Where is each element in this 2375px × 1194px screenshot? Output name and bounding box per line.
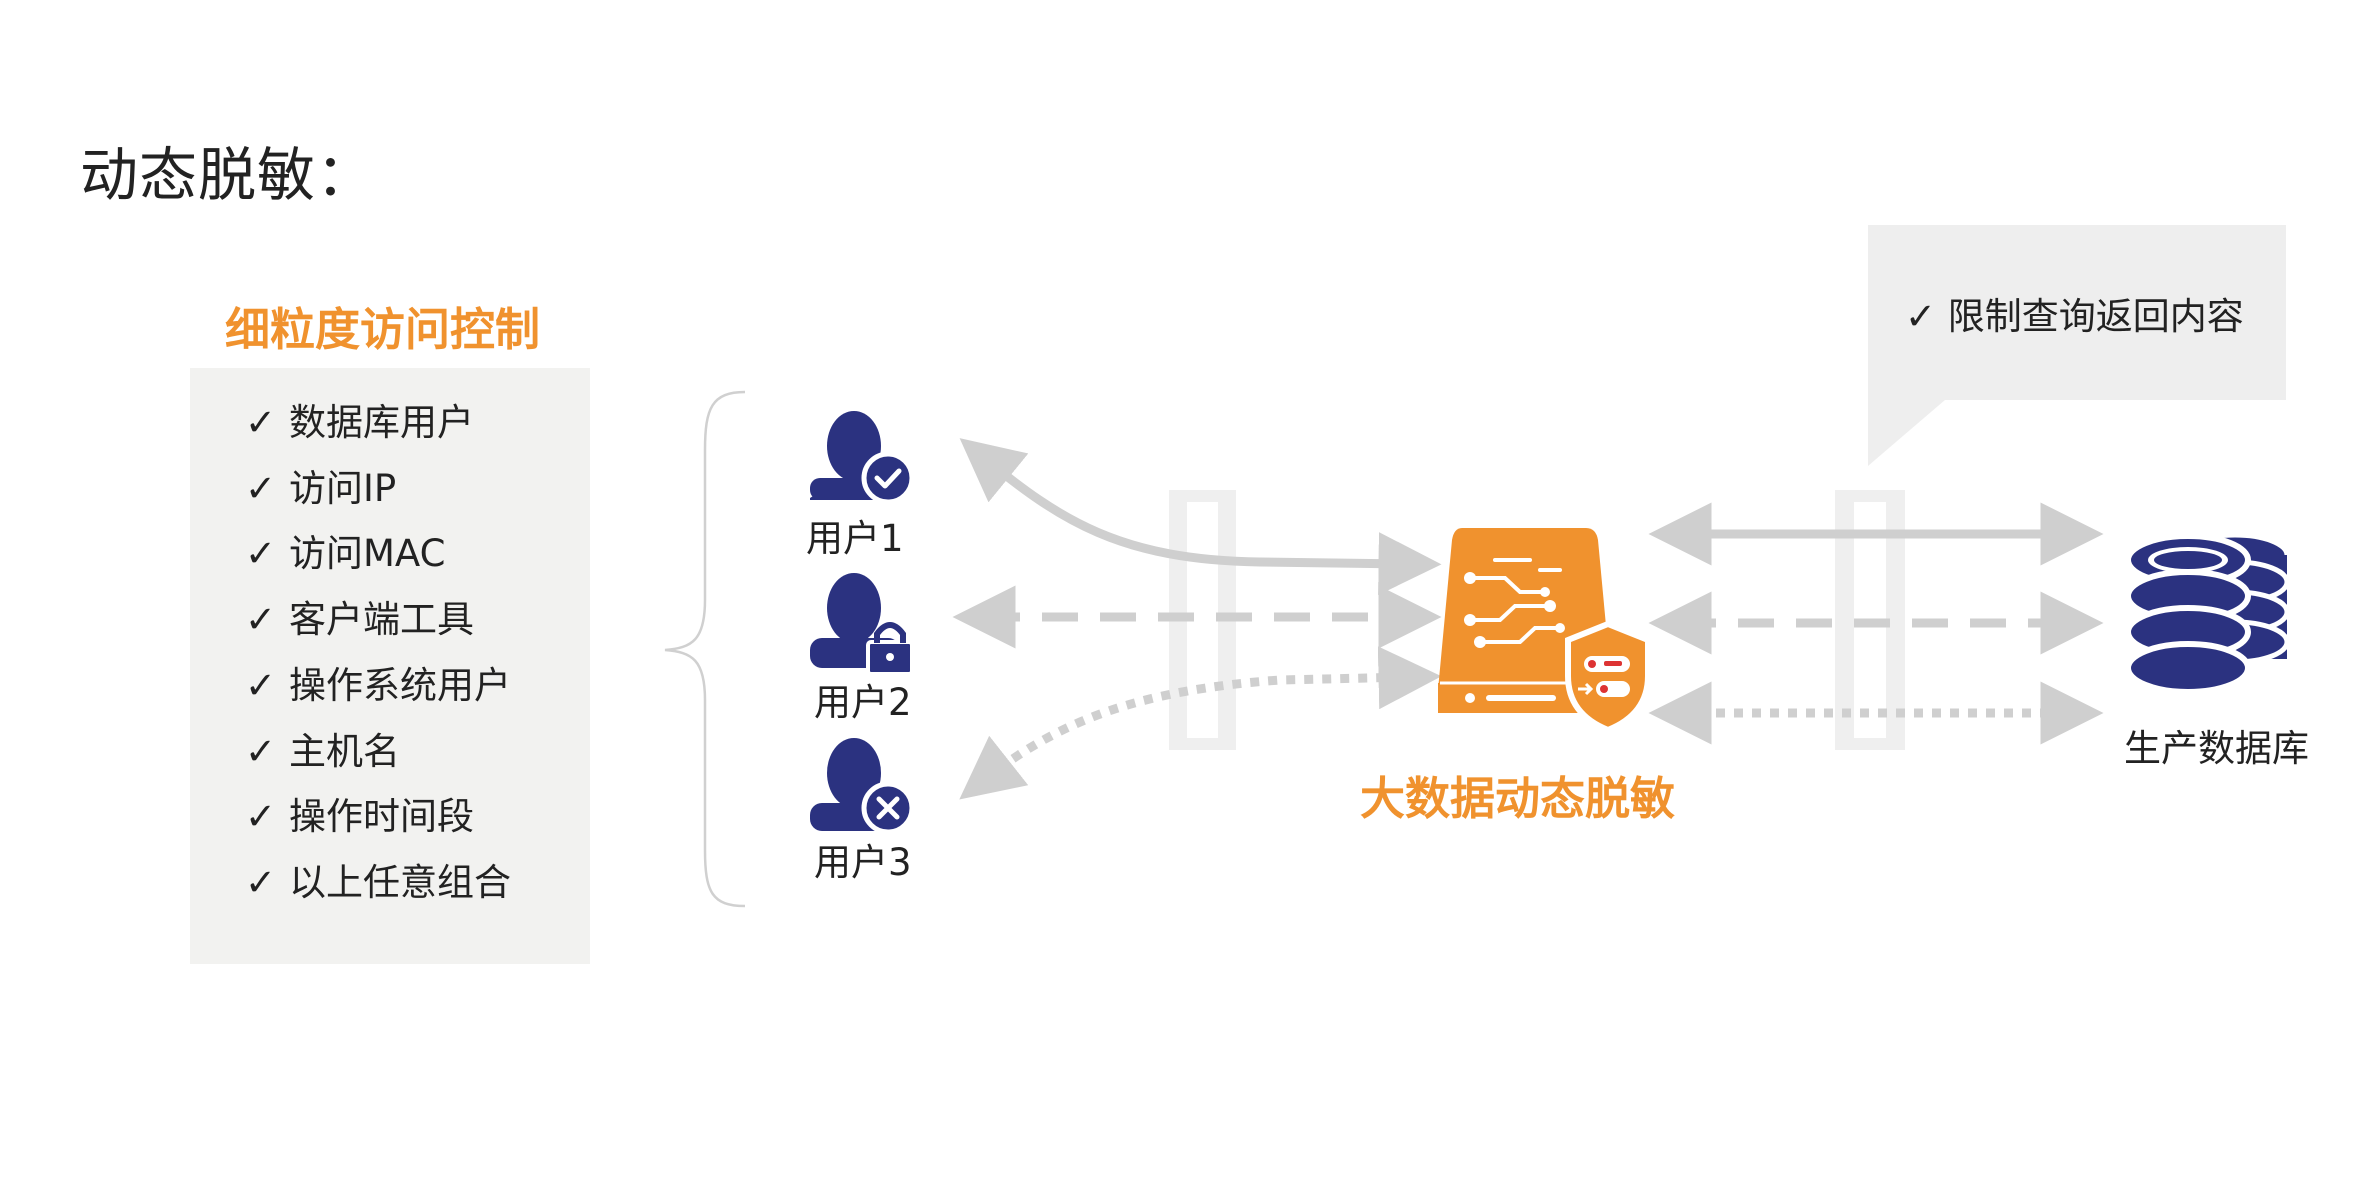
check-icon: ✓ — [245, 401, 277, 444]
access-control-item: ✓ 操作时间段 — [245, 784, 511, 850]
check-icon: ✓ — [245, 729, 277, 773]
access-control-item-label: 操作时间段 — [289, 795, 474, 839]
access-control-item: ✓ 数据库用户 — [245, 390, 511, 456]
access-control-item: ✓ 以上任意组合 — [245, 850, 511, 916]
arrow-user3 — [959, 646, 1442, 800]
callout-text: ✓ 限制查询返回内容 — [1905, 295, 2244, 338]
access-control-item: ✓ 主机名 — [245, 719, 511, 785]
check-icon: ✓ — [245, 466, 277, 510]
access-control-list: ✓数据库用户 ✓访问IP ✓访问MAC ✓客户端工具 ✓操作系统用户 ✓主机名 … — [245, 390, 511, 916]
check-badge-icon — [861, 451, 915, 505]
access-control-title: 细粒度访问控制 — [225, 303, 541, 356]
access-control-panel: ✓数据库用户 ✓访问IP ✓访问MAC ✓客户端工具 ✓操作系统用户 ✓主机名 … — [190, 368, 590, 964]
user2-label: 用户2 — [814, 681, 912, 724]
check-icon: ✓ — [245, 532, 277, 576]
check-icon: ✓ — [245, 860, 277, 904]
server-shield-icon — [1438, 528, 1651, 734]
access-control-item-label: 访问IP — [289, 466, 397, 510]
access-control-item-label: 以上任意组合 — [289, 860, 511, 904]
cross-badge-icon — [861, 781, 915, 835]
user1-label: 用户1 — [806, 517, 904, 560]
check-icon: ✓ — [245, 663, 277, 707]
access-control-item-label: 数据库用户 — [289, 401, 474, 444]
check-icon: ✓ — [245, 598, 277, 642]
arrow-user1 — [959, 438, 1442, 596]
access-control-item-label: 主机名 — [289, 729, 400, 773]
engine-label: 大数据动态脱敏 — [1360, 772, 1676, 825]
access-control-item-label: 访问MAC — [289, 532, 446, 576]
access-control-item-label: 操作系统用户 — [289, 663, 511, 707]
lock-badge-icon — [866, 622, 914, 676]
check-icon: ✓ — [245, 795, 277, 839]
access-control-item: ✓ 客户端工具 — [245, 587, 511, 653]
database-icon — [2125, 532, 2290, 695]
callout-bubble — [1868, 225, 2286, 466]
database-label: 生产数据库 — [2124, 727, 2309, 770]
page-title: 动态脱敏： — [80, 141, 376, 209]
access-control-item: ✓ 操作系统用户 — [245, 653, 511, 719]
brace — [664, 390, 746, 908]
access-control-item: ✓ 访问IP — [245, 456, 511, 522]
access-control-item: ✓ 访问MAC — [245, 521, 511, 587]
user3-label: 用户3 — [814, 841, 912, 884]
access-control-item-label: 客户端工具 — [289, 598, 474, 642]
